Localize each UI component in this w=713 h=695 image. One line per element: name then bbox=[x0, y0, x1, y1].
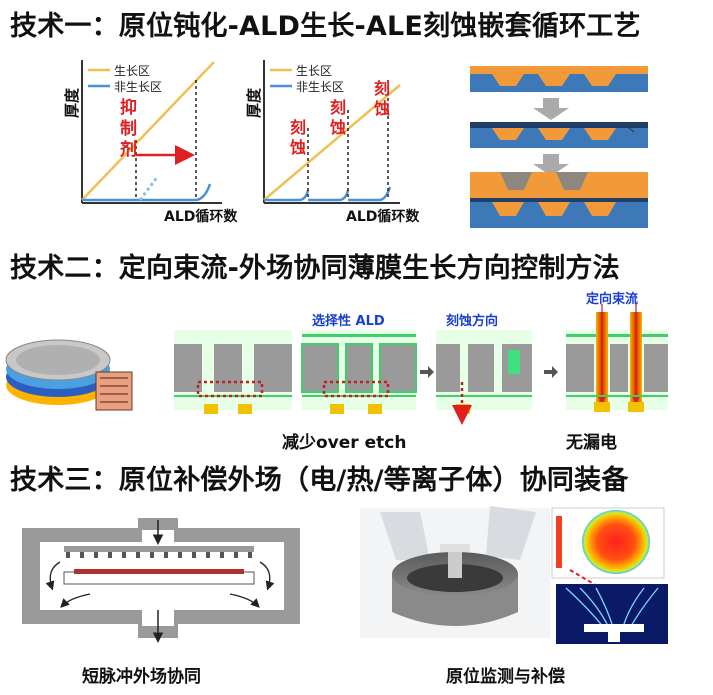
green-fill bbox=[508, 350, 520, 374]
block bbox=[214, 344, 242, 392]
wafer-die-grid bbox=[16, 345, 100, 375]
block bbox=[345, 343, 373, 393]
process-arrow-2 bbox=[533, 154, 569, 176]
contact-pad bbox=[204, 404, 218, 414]
legend-label-growth: 生长区 bbox=[114, 64, 150, 78]
y-axis-label: 厚度 bbox=[245, 87, 263, 118]
caption-in-situ-monitoring: 原位监测与补偿 bbox=[446, 667, 565, 687]
trenches-stage-2 bbox=[492, 128, 616, 140]
process-arrow-1 bbox=[533, 98, 569, 120]
overetch-highlight bbox=[196, 380, 264, 398]
caption-reduce-overetch: 减少over etch bbox=[282, 432, 406, 453]
heading-technique-3: 技术三：原位补偿外场（电/热/等离子体）协同装备 bbox=[10, 465, 629, 496]
etch-label-1a: 刻 bbox=[290, 118, 306, 137]
upper-trenches-stage-3 bbox=[500, 172, 588, 190]
block bbox=[254, 344, 292, 392]
robot-arm-left bbox=[380, 512, 430, 560]
process-cross-sections bbox=[470, 66, 648, 228]
panel-a bbox=[174, 330, 292, 414]
wafer bbox=[74, 569, 244, 574]
contact-pad bbox=[368, 404, 382, 414]
caption-no-leakage: 无漏电 bbox=[565, 432, 617, 453]
showerhead-holes bbox=[66, 552, 252, 558]
plot-left: 生长区 非生长区 抑 制 剂 厚度 ALD循环数 bbox=[63, 60, 238, 225]
annotation-inhibitor-2: 制 bbox=[120, 118, 137, 139]
block bbox=[468, 344, 494, 392]
step-arrow-2 bbox=[544, 366, 558, 378]
label-selective-ald: 选择性 ALD bbox=[312, 313, 385, 329]
chip-layers bbox=[100, 377, 128, 403]
x-axis-label: ALD循环数 bbox=[164, 208, 238, 225]
flow-arrow-right-bottom bbox=[229, 593, 260, 608]
heatmap-disc bbox=[582, 510, 650, 574]
pointer-mark bbox=[623, 123, 635, 133]
caption-short-pulse: 短脉冲外场协同 bbox=[82, 667, 201, 687]
wafer-stack bbox=[5, 339, 133, 411]
annotation-inhibitor-3: 剂 bbox=[120, 139, 137, 160]
etch-label-3a: 刻 bbox=[374, 79, 390, 98]
etch-label-3b: 蚀 bbox=[373, 99, 390, 118]
block bbox=[644, 344, 668, 392]
equipment-render bbox=[360, 506, 550, 638]
thin-layer-stage-2 bbox=[470, 122, 648, 128]
etch-label-1b: 蚀 bbox=[289, 138, 306, 157]
field-simulation bbox=[556, 584, 668, 644]
thin-layer-stage-3 bbox=[470, 198, 648, 202]
fixture-cap bbox=[440, 544, 470, 552]
inhibited-growth-dotted bbox=[138, 175, 160, 201]
contact-pad bbox=[628, 402, 644, 412]
center-fixture bbox=[448, 548, 462, 578]
field-lines bbox=[565, 587, 659, 629]
chamber-schematic bbox=[22, 518, 300, 643]
temperature-map bbox=[551, 507, 665, 591]
block bbox=[566, 344, 594, 392]
block bbox=[379, 343, 417, 393]
step-arrow-1 bbox=[420, 366, 434, 378]
electrode bbox=[584, 624, 644, 632]
nongrowth-sawtooth bbox=[264, 186, 392, 202]
panel-c: 刻蚀方向 bbox=[436, 313, 532, 425]
flow-arrow-left bbox=[45, 561, 61, 591]
flow-arrow-left-bottom bbox=[60, 593, 91, 608]
y-axis-label: 厚度 bbox=[63, 87, 81, 118]
ald-top-film bbox=[302, 334, 416, 337]
top-film bbox=[566, 334, 668, 337]
block bbox=[174, 344, 202, 392]
trenches-stage-3 bbox=[492, 202, 616, 216]
legend-label-growth: 生长区 bbox=[296, 64, 332, 78]
flow-arrow-right bbox=[259, 561, 275, 591]
legend-label-nongrowth: 非生长区 bbox=[114, 80, 162, 94]
plot-right: 生长区 非生长区 刻 蚀 刻 蚀 刻 蚀 厚度 ALD循环数 bbox=[245, 60, 420, 225]
growth-line bbox=[81, 61, 215, 201]
film-stage-1 bbox=[470, 66, 648, 74]
electrode-stem bbox=[608, 632, 620, 642]
contact-pad bbox=[594, 402, 610, 412]
overetch-highlight bbox=[322, 380, 390, 398]
showerhead-plate bbox=[64, 546, 254, 552]
nongrowth-line bbox=[82, 183, 212, 202]
panel-d: 定向束流 bbox=[566, 291, 668, 412]
legend-label-nongrowth: 非生长区 bbox=[296, 80, 344, 94]
panel-b: 选择性 ALD bbox=[301, 313, 417, 414]
growth-line bbox=[263, 84, 401, 201]
label-etch-direction: 刻蚀方向 bbox=[446, 313, 498, 329]
heading-technique-2: 技术二：定向束流-外场协同薄膜生长方向控制方法 bbox=[10, 253, 620, 284]
etch-label-2a: 刻 bbox=[330, 98, 346, 117]
label-directed-beam: 定向束流 bbox=[585, 291, 638, 307]
contact-pad bbox=[238, 404, 252, 414]
etch-label-2b: 蚀 bbox=[329, 118, 346, 137]
block bbox=[436, 344, 460, 392]
block bbox=[301, 343, 339, 393]
colorbar bbox=[556, 516, 562, 568]
block bbox=[610, 344, 628, 392]
robot-arm-right bbox=[486, 506, 536, 560]
x-axis-label: ALD循环数 bbox=[346, 208, 420, 225]
contact-pad bbox=[330, 404, 344, 414]
trenches-stage-1 bbox=[492, 74, 616, 86]
heading-technique-1: 技术一：原位钝化-ALD生长-ALE刻蚀嵌套循环工艺 bbox=[10, 11, 641, 42]
annotation-inhibitor-1: 抑 bbox=[120, 97, 137, 118]
